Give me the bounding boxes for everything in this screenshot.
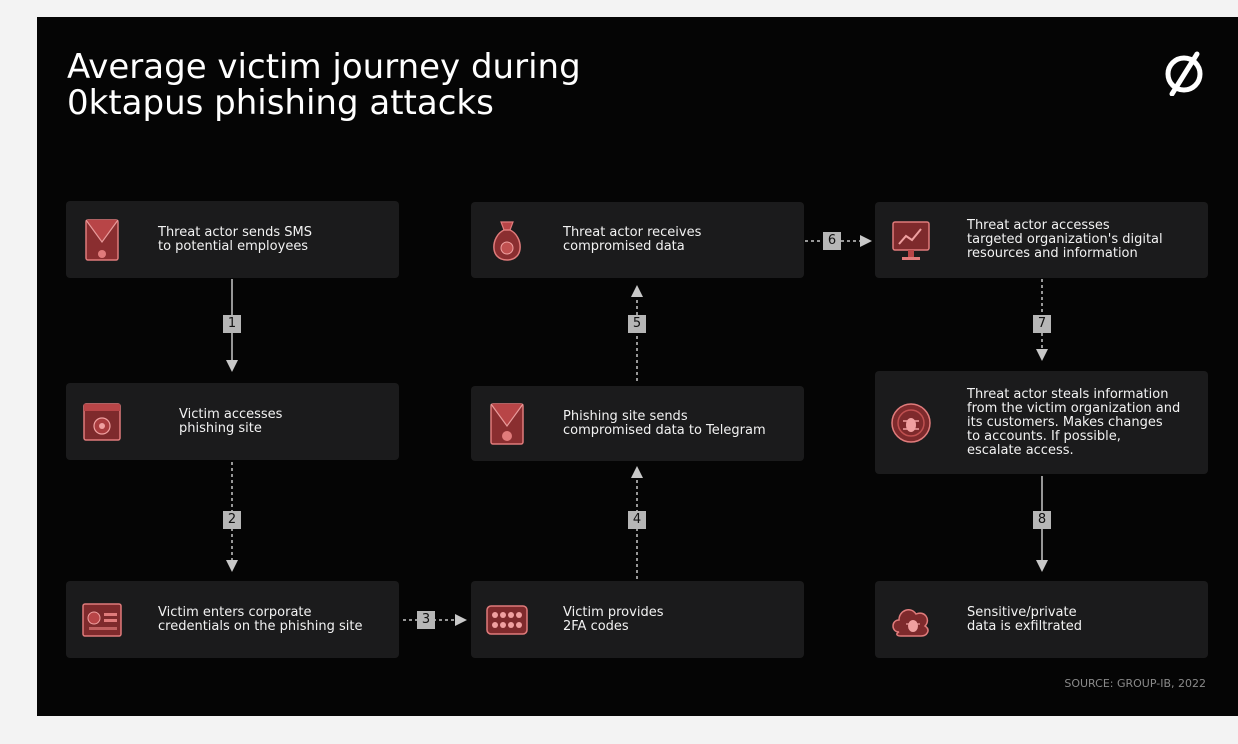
step-card-8: Threat actor steals information from the… [875,371,1208,474]
envelope-icon [85,218,119,261]
source-credit: SOURCE: GROUP-IB, 2022 [1064,677,1206,690]
group-ib-logo-icon [1165,51,1203,96]
step-card-4: Victim provides 2FA codes [471,581,804,658]
cloud-bug-icon [892,608,929,637]
step-text-1: Threat actor sends SMS to potential empl… [158,224,312,254]
step-text-4: Victim provides 2FA codes [563,604,664,634]
step-number-1: 1 [223,315,241,333]
step-card-7: Threat actor accesses targeted organizat… [875,202,1208,278]
step-card-9: Sensitive/private data is exfiltrated [875,581,1208,658]
step-text-3: Victim enters corporate credentials on t… [158,604,363,634]
infographic-panel: Average victim journey during 0ktapus ph… [37,17,1238,716]
step-number-5: 5 [628,315,646,333]
step-number-8: 8 [1033,511,1051,529]
title-line-2: 0ktapus phishing attacks [67,83,494,123]
step-card-3: Victim enters corporate credentials on t… [66,581,399,658]
monitor-chart-icon [892,221,930,260]
step-text-6: Threat actor receives compromised data [563,225,702,254]
step-number-7: 7 [1033,315,1051,333]
step-text-5: Phishing site sends compromised data to … [563,408,766,438]
step-card-2: Victim accesses phishing site [66,383,399,460]
step-number-3: 3 [417,611,435,629]
step-card-1: Threat actor sends SMS to potential empl… [66,201,399,278]
keypad-icon [486,604,528,635]
step-number-2: 2 [223,511,241,529]
step-card-5: Phishing site sends compromised data to … [471,386,804,461]
browser-window-icon [83,402,121,441]
credentials-card-icon [82,602,122,637]
money-bag-icon [493,221,521,261]
title-line-1: Average victim journey during [67,47,581,87]
step-text-7: Threat actor accesses targeted organizat… [967,218,1163,261]
step-number-6: 6 [823,232,841,250]
envelope-icon [490,402,524,445]
bug-coin-icon [891,402,931,443]
step-card-6: Threat actor receives compromised data [471,202,804,278]
step-text-9: Sensitive/private data is exfiltrated [967,604,1082,634]
step-text-2: Victim accesses phishing site [179,406,283,436]
page-title: Average victim journey during 0ktapus ph… [67,49,581,121]
step-text-8: Threat actor steals information from the… [967,386,1181,458]
step-number-4: 4 [628,511,646,529]
